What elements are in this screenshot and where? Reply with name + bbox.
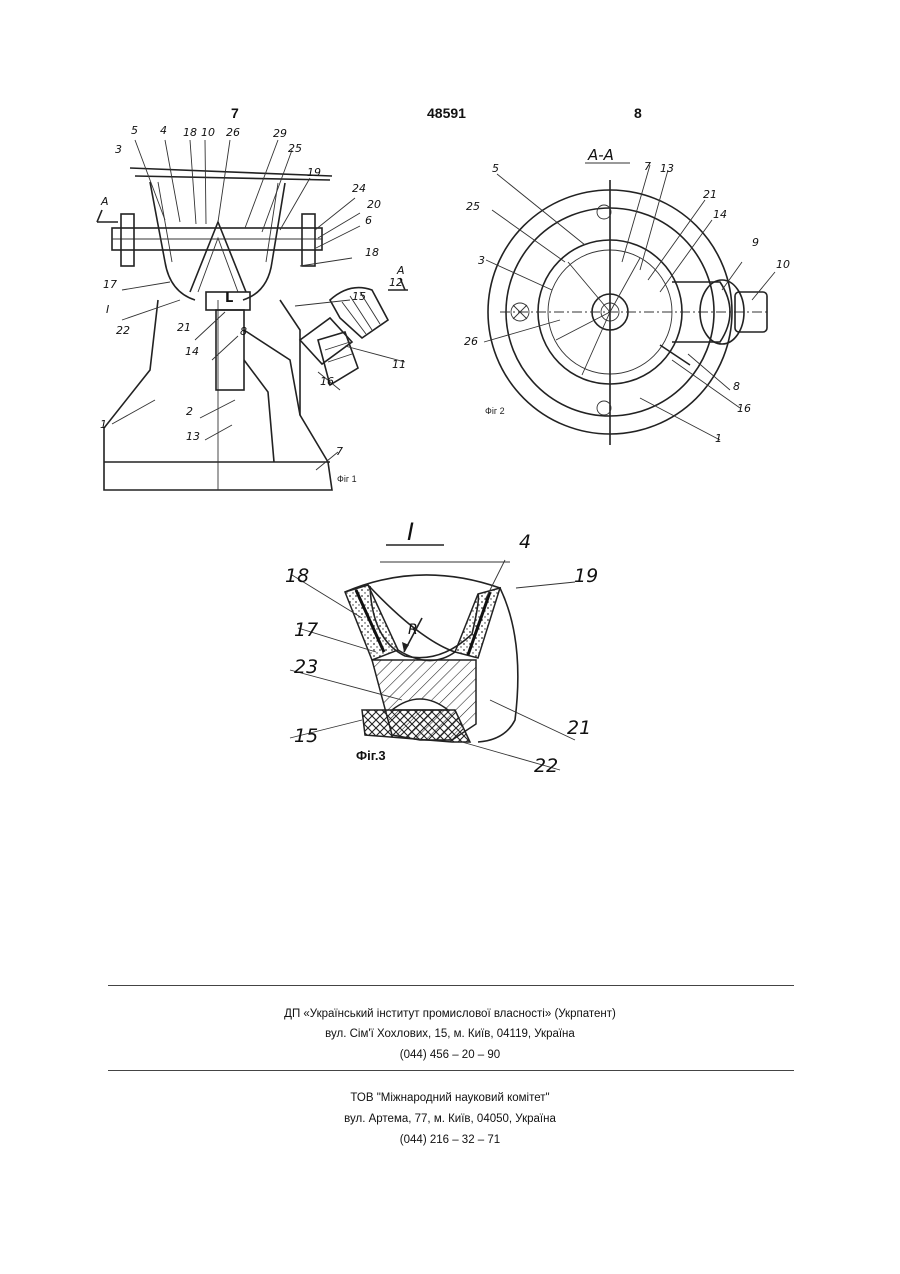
org1-address: вул. Сім'ї Хохлових, 15, м. Київ, 04119,… xyxy=(0,1027,900,1041)
svg-text:19: 19 xyxy=(574,565,598,587)
svg-text:21: 21 xyxy=(567,717,591,739)
svg-text:22: 22 xyxy=(534,755,558,777)
footer-rule-middle xyxy=(108,1070,794,1071)
org2-name: ТОВ "Міжнародний науковий комітет" xyxy=(0,1091,900,1105)
footer-rule-top xyxy=(108,985,794,986)
svg-text:18: 18 xyxy=(285,565,309,587)
org1-name: ДП «Український інститут промислової вла… xyxy=(0,1007,900,1021)
org1-phone: (044) 456 – 20 – 90 xyxy=(0,1048,900,1062)
svg-text:23: 23 xyxy=(294,656,318,678)
svg-text:15: 15 xyxy=(294,725,318,747)
svg-text:R: R xyxy=(408,622,418,638)
org2-phone: (044) 216 – 32 – 71 xyxy=(0,1133,900,1147)
svg-text:I: I xyxy=(407,518,414,546)
org2-address: вул. Артема, 77, м. Київ, 04050, Україна xyxy=(0,1112,900,1126)
svg-text:4: 4 xyxy=(519,531,531,553)
svg-text:17: 17 xyxy=(294,619,318,641)
svg-text:Фіг.3: Фіг.3 xyxy=(356,748,386,763)
fig3-body xyxy=(290,560,575,770)
